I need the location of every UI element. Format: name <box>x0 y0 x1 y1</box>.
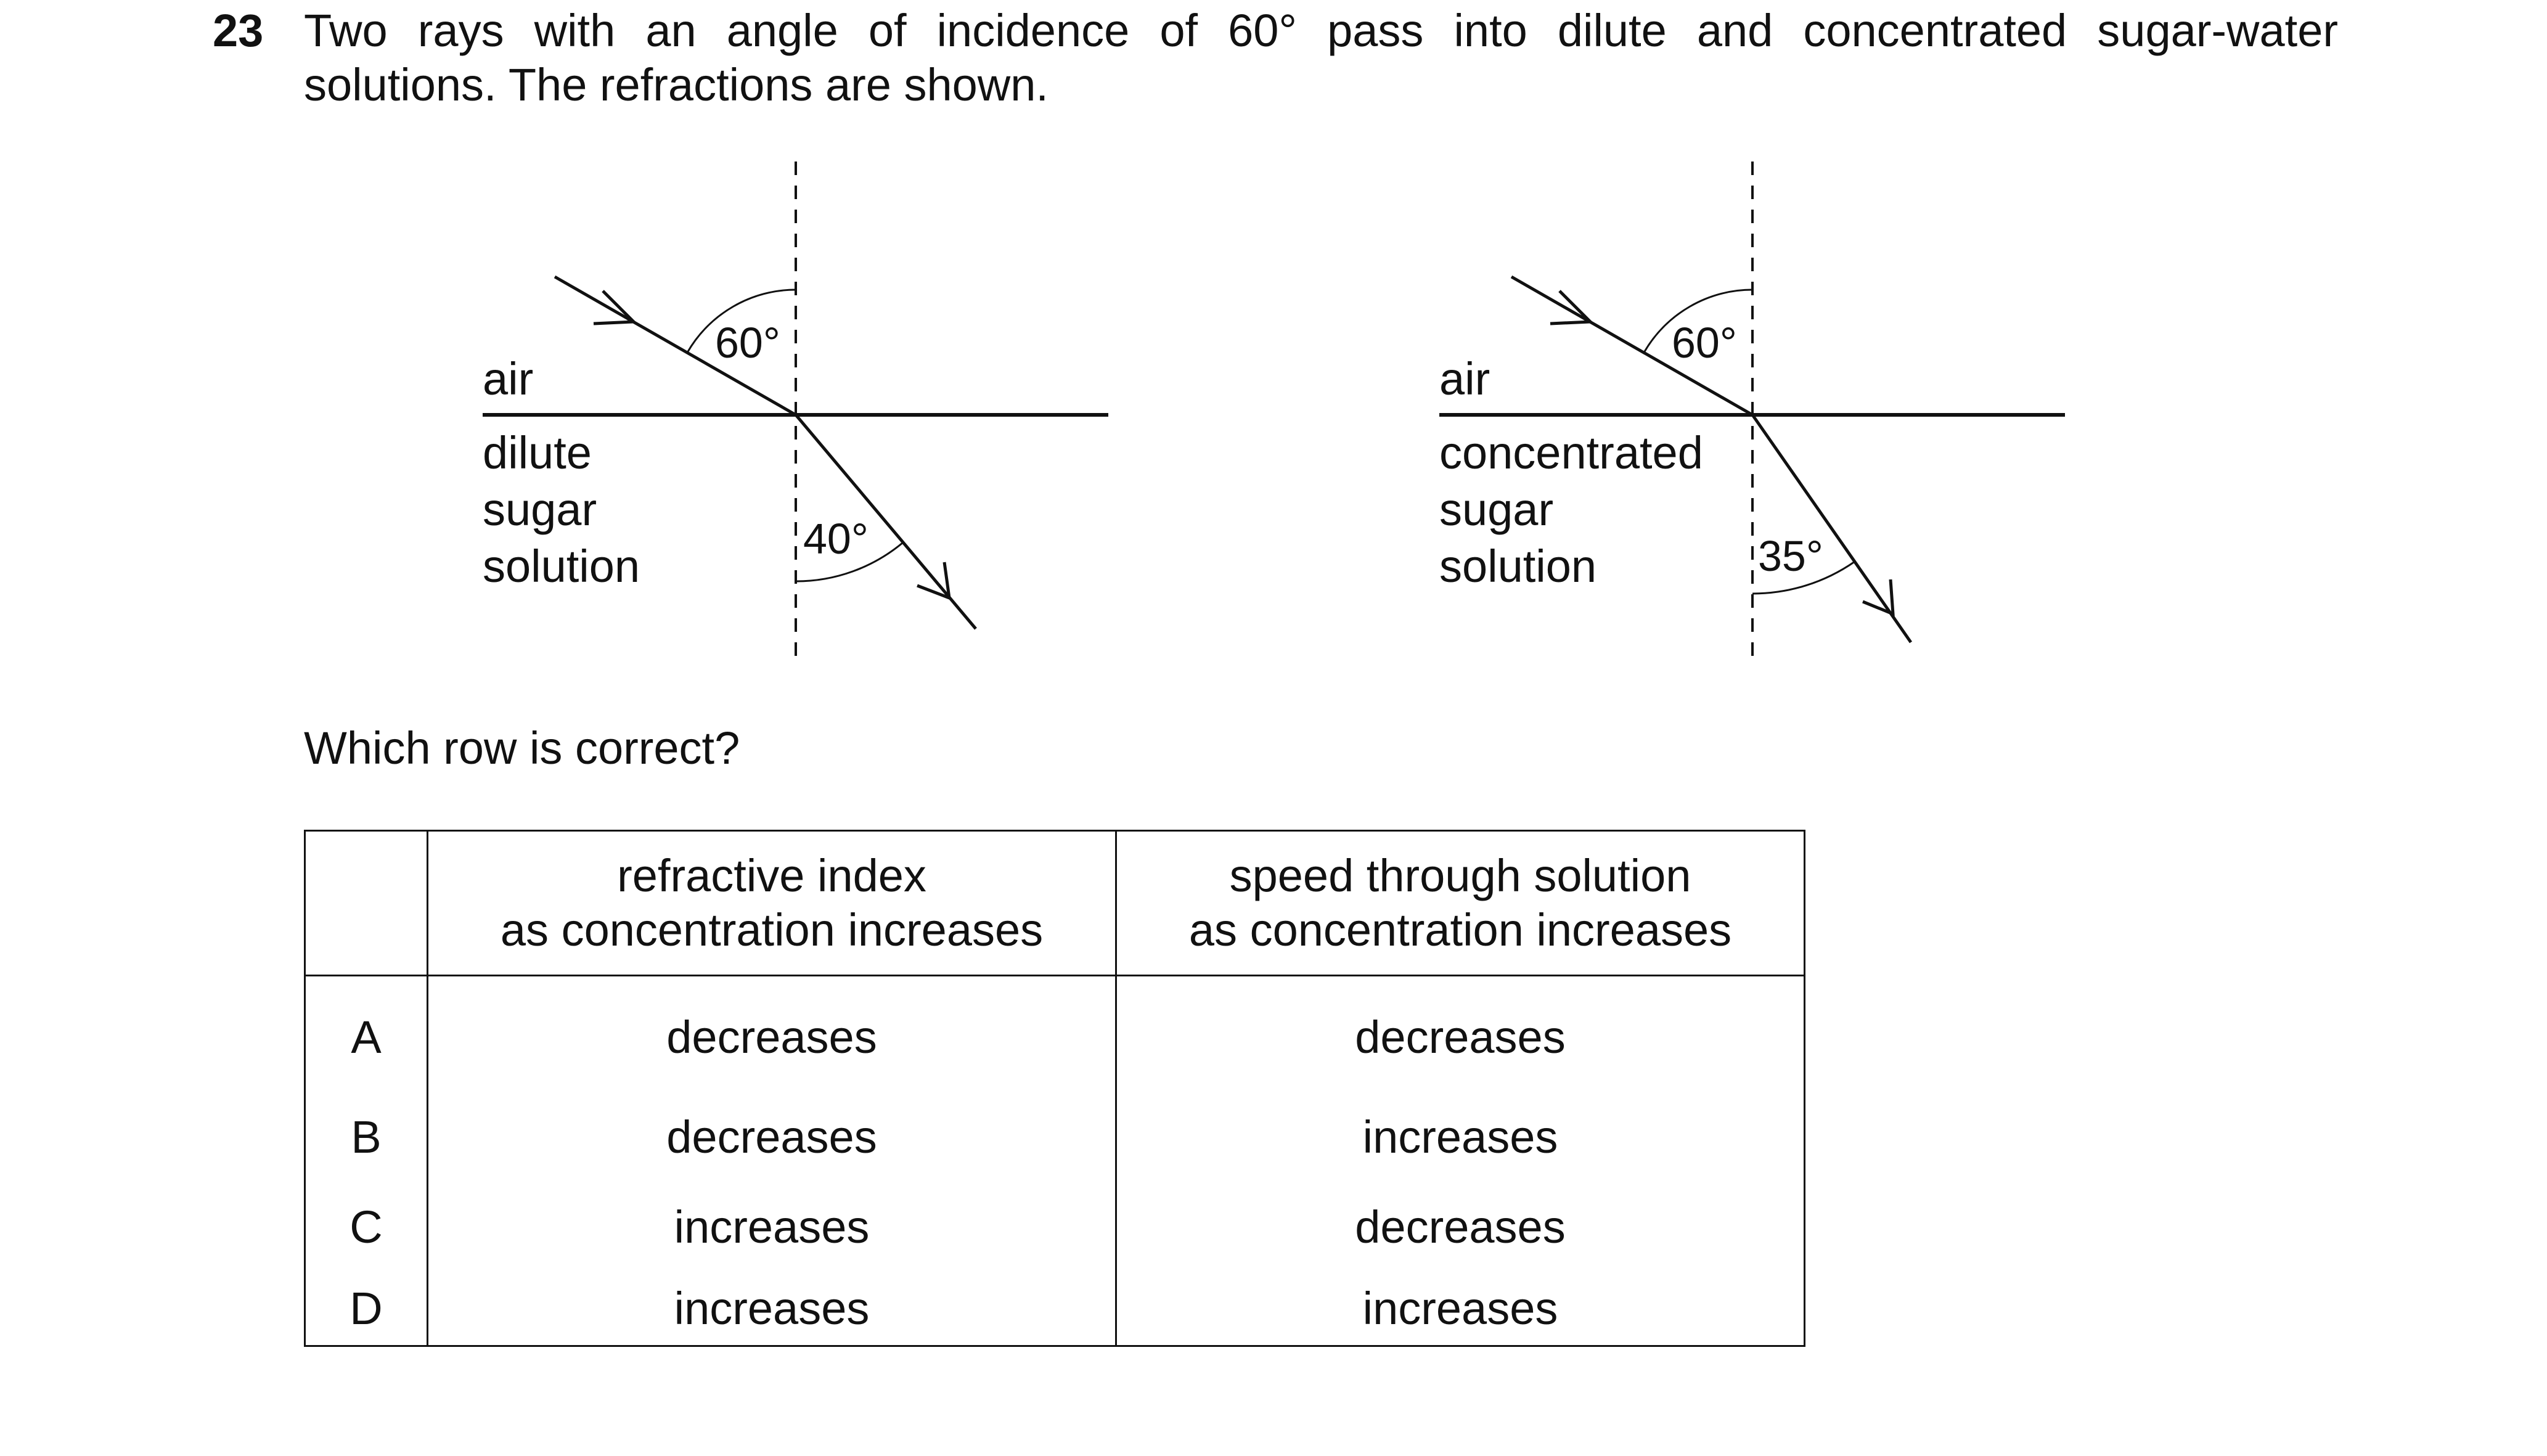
refracted-arrowhead <box>917 562 952 600</box>
diagram-lower-label-line2: sugar <box>1439 484 1553 535</box>
diagram-dilute: air dilute sugar solution 60° 40° <box>483 162 1108 666</box>
header-speed-line1: speed through solution <box>1229 850 1691 901</box>
question-number: 23 <box>213 5 264 56</box>
incidence-angle-label: 60° <box>715 319 780 367</box>
incident-arrowhead <box>593 290 637 325</box>
incidence-angle-arc <box>686 288 796 353</box>
refractive-index-cell: decreases <box>427 1092 1117 1182</box>
incidence-angle-label: 60° <box>1672 319 1737 367</box>
refracted-arrowhead <box>1862 579 1895 616</box>
option-letter: A <box>304 975 428 1092</box>
header-empty-cell <box>304 830 428 976</box>
refracted-ray <box>795 414 977 630</box>
incident-ray <box>1510 275 1754 417</box>
table-row[interactable]: B decreases increases <box>304 1092 1805 1182</box>
refraction-angle-arc <box>1752 560 1855 595</box>
table-row[interactable]: C increases decreases <box>304 1182 1805 1272</box>
question-prompt: Which row is correct? <box>304 722 740 774</box>
incident-ray <box>554 275 797 417</box>
diagram-lower-label-line2: sugar <box>483 484 597 535</box>
header-speed: speed through solution as concentration … <box>1115 830 1805 976</box>
speed-cell: increases <box>1115 1092 1805 1182</box>
diagram-upper-label: air <box>483 353 533 404</box>
header-refractive-index-line1: refractive index <box>617 850 926 901</box>
speed-cell: decreases <box>1115 975 1805 1092</box>
refraction-angle-label: 35° <box>1758 532 1823 580</box>
table-row[interactable]: A decreases decreases <box>304 975 1805 1092</box>
question-text-line1: Two rays with an angle of incidence of 6… <box>304 5 2338 56</box>
incident-arrowhead <box>1550 290 1594 325</box>
diagram-lower-label-line1: concentrated <box>1439 427 1703 478</box>
table-row[interactable]: D increases increases <box>304 1272 1805 1347</box>
speed-cell: increases <box>1115 1272 1805 1347</box>
diagram-concentrated: air concentrated sugar solution 60° 35° <box>1439 162 2065 666</box>
diagram-lower-label-line1: dilute <box>483 427 592 478</box>
option-letter: D <box>304 1272 428 1347</box>
question-text: Two rays with an angle of incidence of 6… <box>304 4 2338 112</box>
diagram-lower-label-line3: solution <box>1439 541 1596 592</box>
incidence-angle-arc <box>1643 288 1753 353</box>
header-refractive-index-line2: as concentration increases <box>500 904 1044 955</box>
refracted-ray <box>1751 414 1913 644</box>
header-speed-line2: as concentration increases <box>1188 904 1732 955</box>
refractive-index-cell: decreases <box>427 975 1117 1092</box>
refraction-angle-arc <box>795 541 904 583</box>
refractive-index-cell: increases <box>427 1272 1117 1347</box>
answer-table: refractive index as concentration increa… <box>304 830 1805 1347</box>
question-text-line2: solutions. The refractions are shown. <box>304 59 1049 110</box>
refraction-angle-label: 40° <box>803 515 869 563</box>
speed-cell: decreases <box>1115 1182 1805 1272</box>
option-letter: B <box>304 1092 428 1182</box>
refractive-index-cell: increases <box>427 1182 1117 1272</box>
table-header-row: refractive index as concentration increa… <box>304 830 1805 976</box>
diagram-lower-label-line3: solution <box>483 541 640 592</box>
header-refractive-index: refractive index as concentration increa… <box>427 830 1117 976</box>
option-letter: C <box>304 1182 428 1272</box>
diagram-upper-label: air <box>1439 353 1490 404</box>
